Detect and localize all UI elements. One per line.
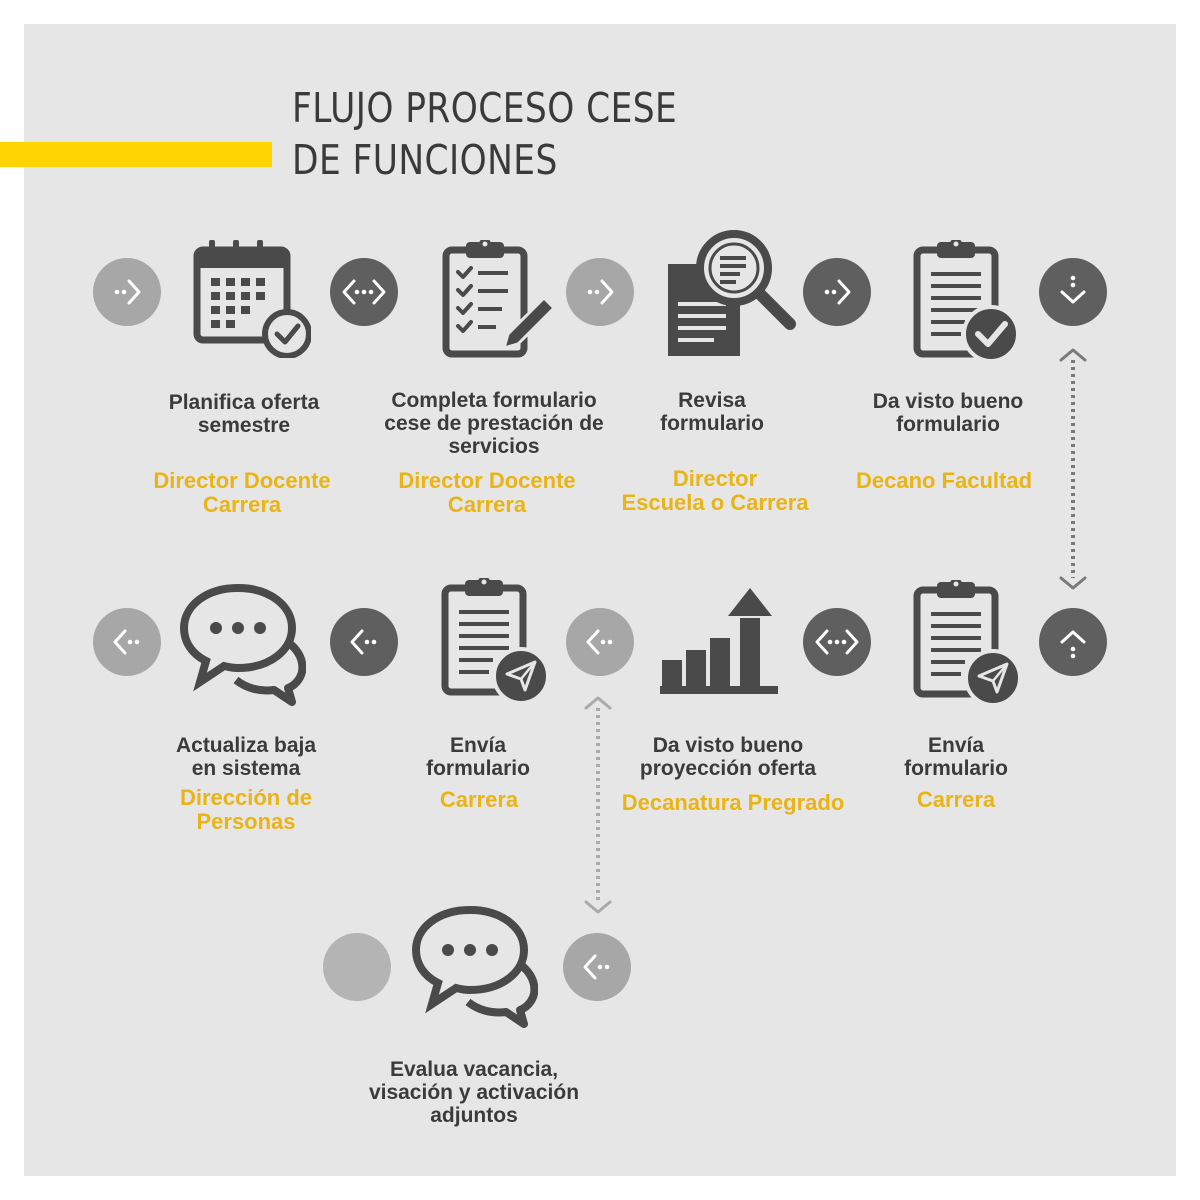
page-title: FLUJO PROCESO CESE DE FUNCIONES — [292, 82, 677, 186]
flow-right-icon — [566, 258, 634, 326]
bar-chart-up-icon — [660, 588, 778, 694]
flow-right-icon — [803, 258, 871, 326]
step-4-role: Decano Facultad — [855, 468, 1033, 493]
chat-bubbles-icon — [412, 906, 538, 1030]
flow-both-icon — [330, 258, 398, 326]
clipboard-checklist-pencil-icon — [440, 240, 556, 358]
flow-left-icon — [93, 608, 161, 676]
vertical-connector-middle — [584, 696, 612, 914]
step-7-role: Carrera — [439, 787, 519, 812]
flow-right-icon — [93, 258, 161, 326]
flow-both-icon — [803, 608, 871, 676]
calendar-check-icon — [193, 240, 311, 358]
clipboard-send-icon — [439, 578, 550, 705]
clipboard-check-icon — [911, 240, 1020, 362]
flow-end-icon — [323, 933, 391, 1001]
flow-left-icon — [563, 933, 631, 1001]
flow-left-icon — [566, 608, 634, 676]
chat-bubbles-icon — [180, 584, 306, 708]
flow-up-icon — [1039, 608, 1107, 676]
title-line-1: FLUJO PROCESO CESE — [292, 84, 678, 132]
accent-bar — [0, 142, 272, 167]
vertical-connector-right — [1059, 348, 1087, 590]
document-magnifier-icon — [668, 230, 796, 356]
flow-left-icon — [330, 608, 398, 676]
flow-down-icon — [1039, 258, 1107, 326]
clipboard-send-icon — [911, 580, 1022, 707]
step-6-role: Decanatura Pregrado — [621, 790, 845, 815]
title-line-2: DE FUNCIONES — [292, 136, 558, 184]
step-5-role: Carrera — [916, 787, 996, 812]
